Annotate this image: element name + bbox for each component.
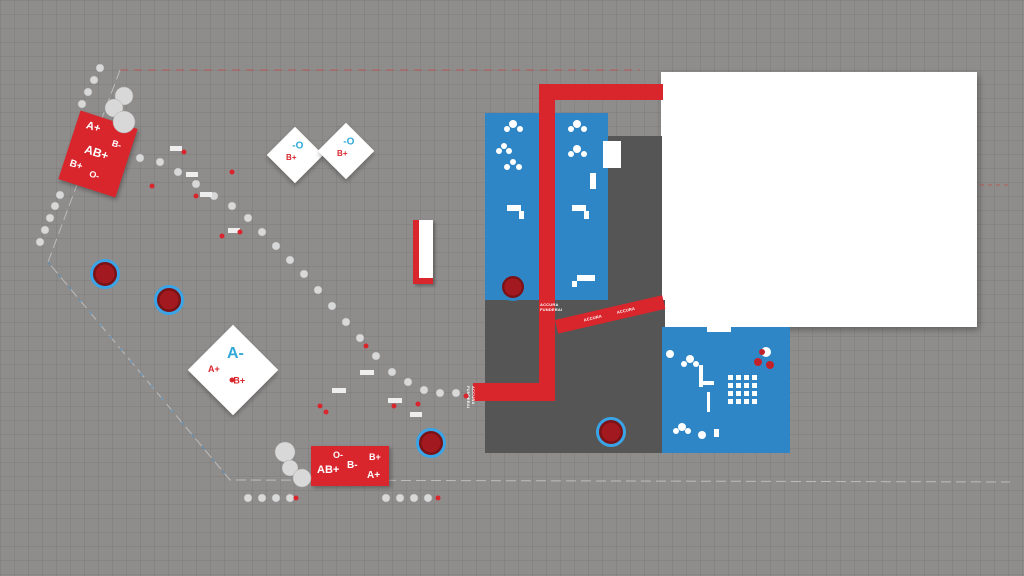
donation-pad [416, 428, 446, 458]
booth-seating [666, 325, 774, 439]
booth-furniture [496, 120, 596, 287]
blue-booth-lower [662, 325, 790, 453]
donation-pad [499, 273, 527, 301]
banner-text: B+ [369, 452, 381, 462]
large-white-structure [661, 72, 977, 327]
corridor-vertical-label: ACCURA FUNDERAI [540, 302, 563, 312]
red-corridor-vertical: ACCURA FUNDERAI [539, 84, 562, 401]
red-corridor-bottom: ACCURA FUNDERAI [466, 383, 555, 408]
blood-type-banner-bottom: AB+ O- B- B+ A+ [311, 446, 389, 486]
banner-text: B- [347, 460, 358, 471]
donation-pad [154, 285, 184, 315]
info-kiosk [603, 141, 621, 168]
banner-text: AB+ [317, 464, 340, 476]
standing-sign [413, 220, 433, 284]
banner-text: A+ [367, 470, 381, 481]
donation-pad [90, 259, 120, 289]
banner-text: O- [333, 450, 343, 460]
red-corridor-top [539, 84, 663, 100]
donation-pad [596, 417, 626, 447]
